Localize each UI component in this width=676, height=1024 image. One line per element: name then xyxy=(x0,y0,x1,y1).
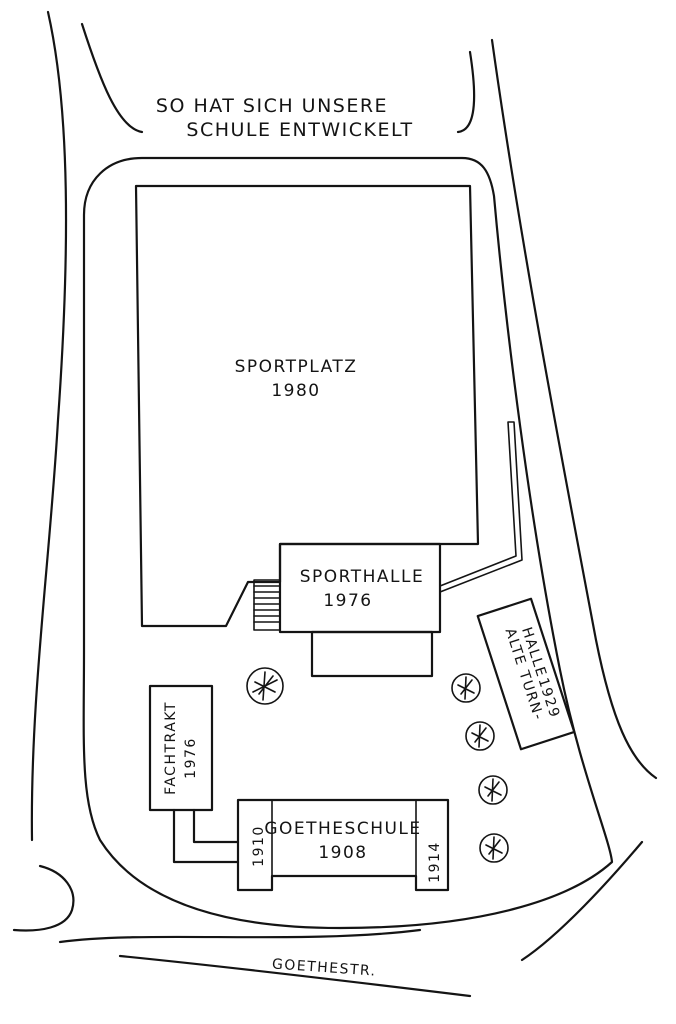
goetheschule-year: 1908 xyxy=(318,843,367,863)
tree-icon xyxy=(465,721,495,751)
map-title-line1: SO HAT SICH UNSERE xyxy=(156,95,388,117)
sporthalle-year: 1976 xyxy=(323,591,372,611)
sporthalle-stairs xyxy=(253,579,281,631)
street-outlines xyxy=(12,10,658,998)
school-grounds-boundary xyxy=(82,156,614,930)
trees xyxy=(246,667,509,863)
tree-icon xyxy=(478,775,508,805)
upper-left-street-curve xyxy=(80,22,144,134)
alte-turnhalle: ALTE TURN- HALLE 1929 xyxy=(476,597,576,751)
alte-turnhalle-outline xyxy=(476,597,576,751)
sporthalle-outline xyxy=(278,542,442,634)
lower-left-street-curve xyxy=(12,864,75,932)
goetheschule-label: GOETHESCHULE xyxy=(264,819,421,839)
sportplatz-label: SPORTPLATZ xyxy=(235,357,358,377)
upper-right-street-curve xyxy=(456,50,476,134)
street-name-label: GOETHESTR. xyxy=(271,956,377,979)
sportplatz-year: 1980 xyxy=(271,381,320,401)
wing-left-year: 1910 xyxy=(251,825,267,867)
tree-icon xyxy=(246,667,284,705)
sporthalle-label: SPORTHALLE xyxy=(300,567,424,587)
goethestr-upper-edge xyxy=(58,928,422,944)
map-title-line2: SCHULE ENTWICKELT xyxy=(186,119,413,141)
connecting-wing xyxy=(172,808,240,864)
outer-left-street-edge xyxy=(30,10,68,842)
tree-icon xyxy=(451,673,481,703)
outer-right-street-edge xyxy=(490,38,658,780)
fachtrakt-year: 1976 xyxy=(183,737,199,779)
sporthalle-annex xyxy=(310,630,434,678)
lower-right-street-edge xyxy=(520,840,644,962)
footpath xyxy=(439,421,523,593)
tree-icon xyxy=(479,833,509,863)
sportplatz-outline xyxy=(134,184,480,628)
fachtrakt-outline xyxy=(148,684,214,812)
goethestr-lower-edge xyxy=(118,954,472,998)
fachtrakt-label: FACHTRAKT xyxy=(163,701,179,795)
wing-right-year: 1914 xyxy=(427,841,443,883)
